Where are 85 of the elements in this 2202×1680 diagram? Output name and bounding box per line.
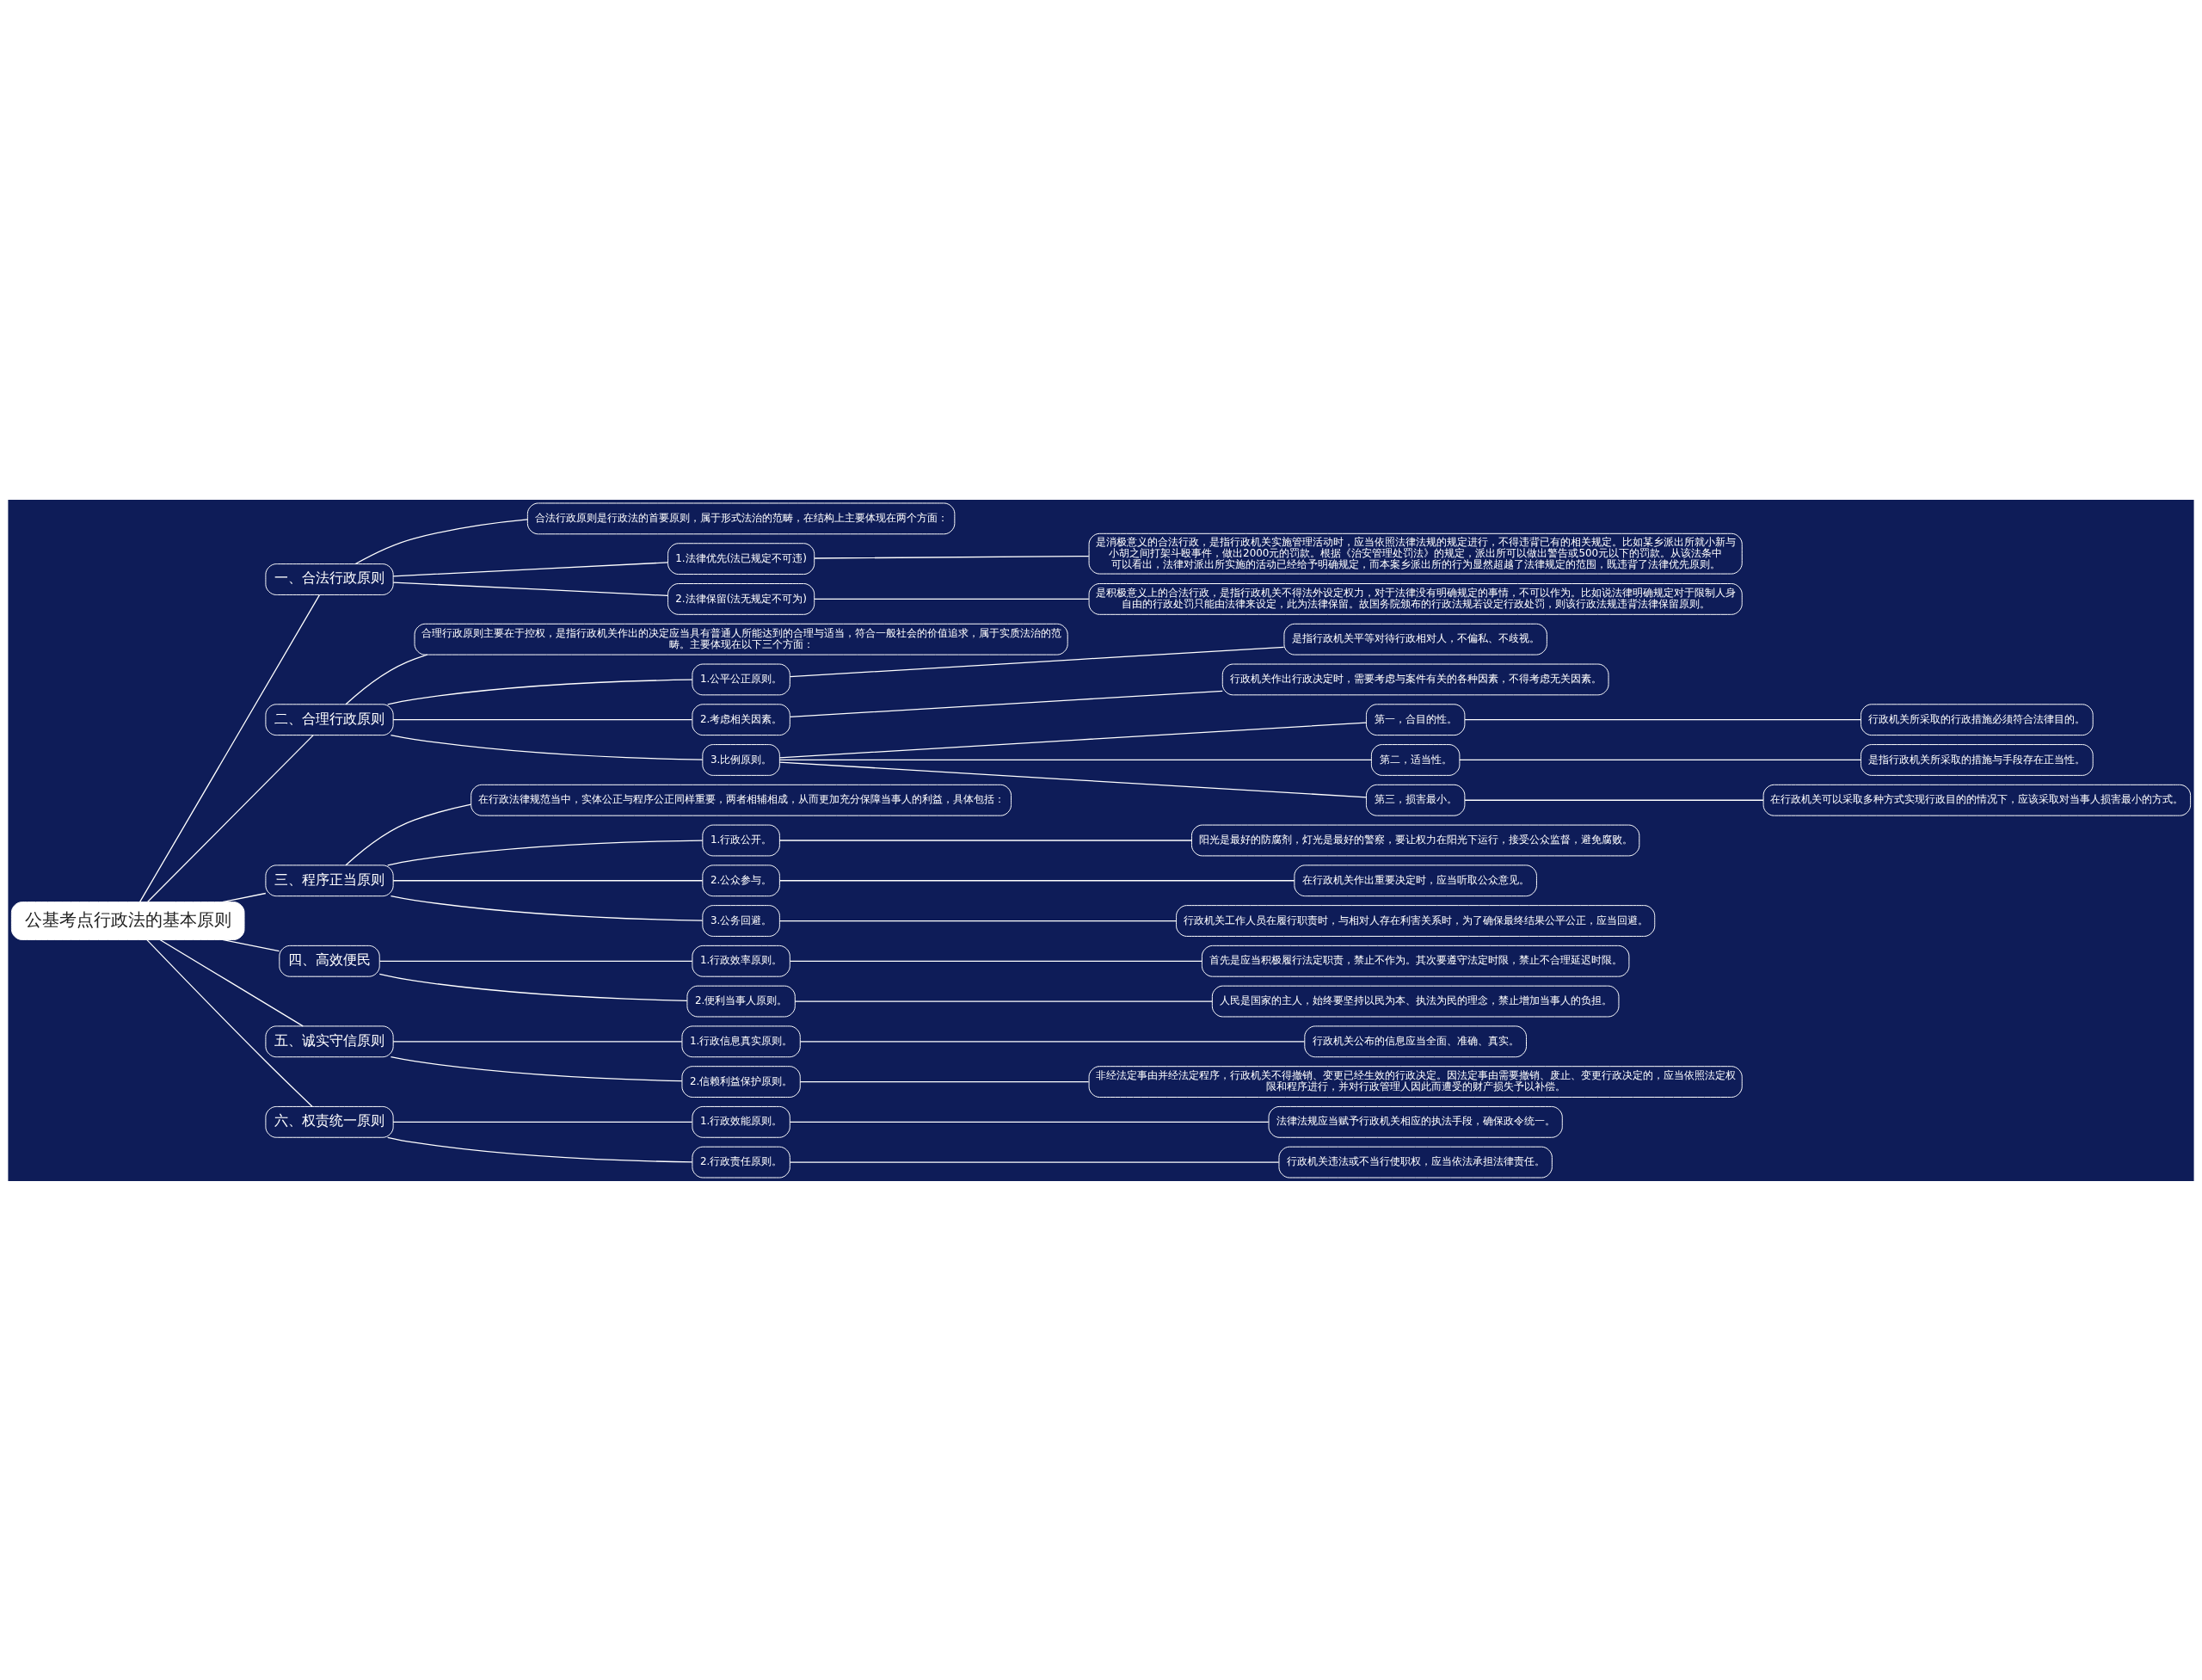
connector: [387, 1136, 693, 1162]
connector: [789, 960, 1202, 962]
node-box: 2.法律保留(法无规定不可为): [667, 582, 815, 615]
connector: [392, 561, 668, 576]
node-box: 3.比例原则。: [702, 743, 780, 776]
node-box: 第三，损害最小。: [1365, 784, 1466, 816]
connector: [392, 879, 704, 881]
connector: [789, 646, 1285, 677]
node-box: 行政机关违法或不当行使职权，应当依法承担法律责任。: [1278, 1146, 1553, 1178]
node-box: 第二，适当性。: [1370, 743, 1461, 776]
connector: [146, 734, 314, 902]
node-box: 1.行政效能原则。: [692, 1105, 790, 1138]
node-box: 公基考点行政法的基本原则: [10, 901, 245, 940]
connector: [378, 960, 693, 962]
connector: [387, 839, 704, 865]
node-box: 1.行政效率原则。: [692, 945, 790, 977]
node-box: 合理行政原则主要在于控权，是指行政机关作出的决定应当具有普通人所能达到的合理与适当，符合一般社会的价值追求，属于实质法治的范畴。主要体现在以下三个方面：: [414, 623, 1068, 655]
connector: [159, 938, 304, 1026]
node-box: 1.行政信息真实原则。: [681, 1025, 801, 1057]
connector: [1464, 718, 1862, 720]
node-box: 六、权责统一原则: [265, 1105, 394, 1138]
node-box: 是消极意义的合法行政，是指行政机关实施管理活动时，应当依照法律法规的规定进行，不得违背已有的相关规定。比如某乡派出所就小新与小胡之间打架斗殴事件，做出2000元的罚款。根据《治安管理处罚法》的规定，派出所可以做出警告或500元以下的罚款。从该法条中可以看出，法律对派出所实施的活动已经给予明确规定，而本案乡派出所的行为显然超越了法律规定的范围，既违背了法律优先原则。: [1088, 532, 1743, 575]
connector: [392, 581, 668, 596]
connector: [778, 721, 1367, 758]
connector: [799, 1040, 1306, 1042]
connector: [392, 1121, 693, 1123]
node-box: 2.公众参与。: [702, 864, 780, 896]
node-box: 是指行政机关平等对待行政相对人，不偏私、不歧视。: [1283, 623, 1547, 655]
connector: [345, 654, 428, 705]
node-box: 在行政机关作出重要决定时，应当听取公众意见。: [1294, 864, 1537, 896]
node-box: 1.公平公正原则。: [692, 663, 790, 695]
node-box: 1.行政公开。: [702, 824, 780, 856]
node-box: 合法行政原则是行政法的首要原则，属于形式法治的范畴，在结构上主要体现在两个方面：: [526, 502, 956, 534]
node-box: 法律法规应当赋予行政机关相应的执法手段，确保政令统一。: [1268, 1105, 1563, 1138]
connector: [794, 1000, 1213, 1002]
node-box: 四、高效便民: [279, 945, 380, 977]
connector: [138, 594, 321, 902]
node-box: 行政机关作出行政决定时，需要考虑与案件有关的各种因素，不得考虑无关因素。: [1221, 663, 1609, 695]
node-box: 二、合理行政原则: [265, 703, 394, 735]
node-box: 阳光是最好的防腐剂，灯光是最好的警察，要让权力在阳光下运行，接受公众监督，避免腐败。: [1190, 824, 1640, 856]
connector: [146, 938, 313, 1107]
node-box: 在行政机关可以采取多种方式实现行政目的的情况下，应该采取对当事人损害最小的方式。: [1762, 784, 2192, 816]
connector: [789, 1121, 1270, 1123]
connector: [392, 1040, 683, 1042]
node-box: 第一，合目的性。: [1365, 703, 1466, 735]
connector: [789, 690, 1223, 717]
connector: [345, 803, 472, 865]
connector: [778, 879, 1295, 881]
connector: [390, 1055, 683, 1081]
node-box: 是指行政机关所采取的措施与手段存在正当性。: [1861, 743, 2094, 776]
connector: [778, 760, 1367, 797]
connector: [789, 1160, 1280, 1163]
node-box: 首先是应当积极履行法定职责，禁止不作为。其次要遵守法定时限，禁止不合理延迟时限。: [1201, 945, 1630, 977]
node-box: 行政机关工作人员在履行职责时，与相对人存在利害关系时，为了确保最终结果公平公正，应当回避。: [1176, 904, 1656, 937]
connector: [1459, 759, 1861, 760]
node-box: 是积极意义上的合法行政，是指行政机关不得法外设定权力，对于法律没有明确规定的事情，不可以作为。比如说法律明确规定对于限制人身自由的行政处罚只能由法律来设定，此为法律保留。故国务院颁布的行政法规若设定行政处罚，则该行政法规违背法律保留原则。: [1088, 582, 1743, 615]
connector: [814, 598, 1090, 600]
connector: [1464, 799, 1764, 801]
node-box: 行政机关公布的信息应当全面、准确、真实。: [1304, 1025, 1527, 1057]
connector: [222, 938, 280, 951]
connector: [778, 839, 1192, 841]
node-box: 行政机关所采取的行政措施必须符合法律目的。: [1861, 703, 2094, 735]
connector: [778, 920, 1178, 921]
node-box: 2.信赖利益保护原则。: [681, 1065, 801, 1098]
node-box: 一、合法行政原则: [265, 563, 394, 595]
connector: [378, 973, 688, 1001]
connector: [392, 718, 693, 720]
node-box: 2.行政责任原则。: [692, 1146, 790, 1178]
node-box: 3.公务回避。: [702, 904, 780, 937]
node-box: 1.法律优先(法已规定不可违): [667, 542, 815, 575]
connector: [390, 734, 704, 760]
connector: [799, 1080, 1090, 1082]
connector: [778, 759, 1372, 760]
connector: [387, 679, 693, 705]
node-box: 2.便利当事人原则。: [686, 985, 796, 1017]
node-box: 在行政法律规范当中，实体公正与程序公正同样重要，两者相辅相成，从而更加充分保障当事人的利益，具体包括：: [471, 784, 1012, 816]
node-box: 非经法定事由并经法定程序，行政机关不得撤销、变更已经生效的行政决定。因法定事由需要撤销、废止、变更行政决定的，应当依照法定权限和程序进行，并对行政管理人因此而遭受的财产损失予以补偿。: [1088, 1065, 1743, 1098]
connector: [814, 555, 1090, 559]
node-box: 人民是国家的主人，始终要坚持以民为本、执法为民的理念，禁止增加当事人的负担。: [1211, 985, 1620, 1017]
node-box: 三、程序正当原则: [265, 864, 394, 896]
connector: [222, 892, 267, 902]
connector: [354, 518, 528, 564]
connector: [390, 895, 704, 921]
node-box: 五、诚实守信原则: [265, 1025, 394, 1057]
node-box: 2.考虑相关因素。: [692, 703, 790, 735]
